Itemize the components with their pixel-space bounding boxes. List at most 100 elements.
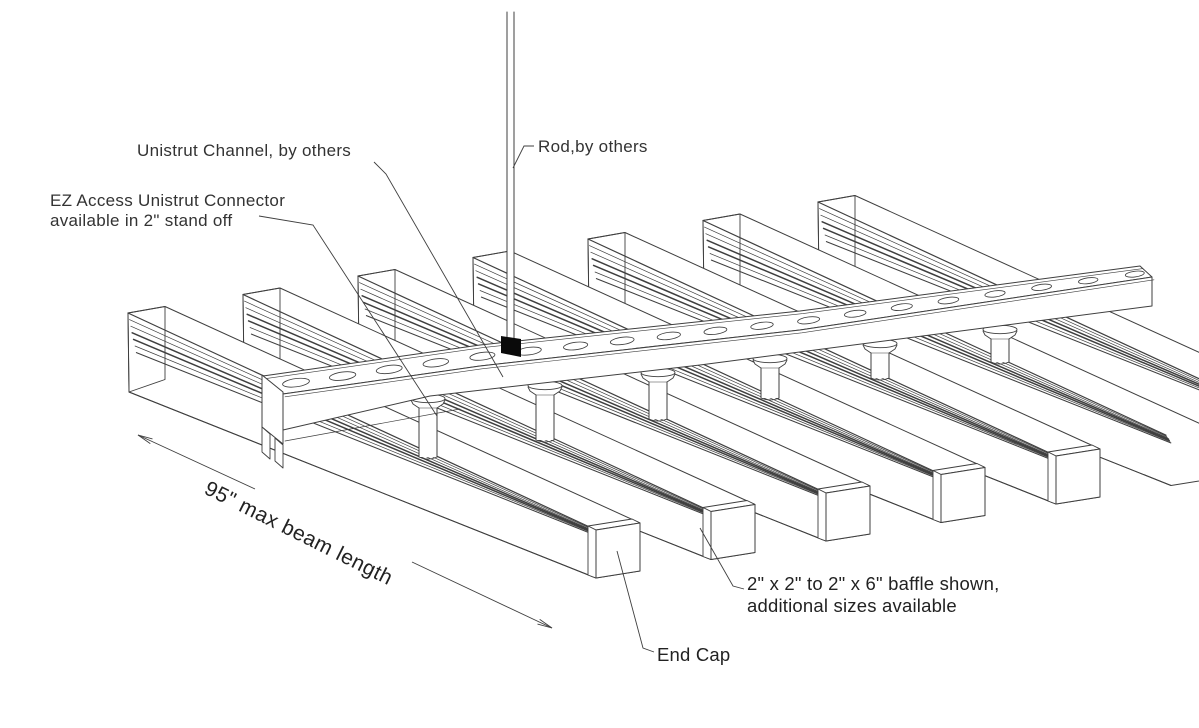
unistrut-channel	[261, 265, 1155, 469]
channel-end-foot-right	[274, 437, 284, 469]
channel-slot	[563, 341, 589, 351]
baffle-groove	[591, 258, 1055, 459]
baffle-groove	[825, 241, 1199, 391]
label-baffle-note-line2: additional sizes available	[747, 595, 957, 616]
channel-slot	[1124, 270, 1145, 278]
baffle-groove	[357, 275, 822, 492]
baffle-groove	[824, 234, 1199, 389]
leader-baffle-note	[699, 527, 745, 590]
end-cap-side	[1047, 451, 1057, 505]
baffle-groove	[707, 246, 1170, 442]
baffle-groove	[362, 301, 825, 497]
baffle-groove	[360, 288, 823, 494]
baffle-groove	[244, 300, 708, 511]
dimension-arrowhead-lower	[537, 619, 553, 629]
end-cap-side	[817, 488, 827, 542]
baffle-groove	[129, 319, 593, 530]
hanger-rod	[501, 11, 521, 357]
baffle	[587, 232, 1101, 505]
baffle-bottom-edge	[128, 391, 597, 579]
connector-cone-left	[862, 344, 872, 354]
leader-rod	[512, 145, 534, 169]
connector-base	[870, 377, 890, 381]
connector-cone-right	[778, 359, 788, 369]
baffle-groove	[250, 333, 712, 518]
baffle-groove	[595, 278, 1057, 462]
baffle-groove	[705, 233, 1168, 439]
baffle-groove	[589, 245, 1053, 456]
baffle-groove	[592, 264, 1055, 460]
baffle-groove	[242, 293, 707, 510]
baffle-groove	[594, 271, 1056, 461]
channel-front-face	[282, 276, 1153, 431]
label-end-cap: End Cap	[657, 644, 730, 665]
baffle-groove	[479, 290, 941, 479]
connector-base	[418, 456, 438, 460]
baffle-groove	[480, 296, 942, 481]
channel-slot	[1078, 277, 1099, 285]
channel-slot	[750, 321, 774, 330]
end-cap-front	[595, 522, 641, 579]
ez-access-connector	[640, 367, 676, 422]
channel-back-lip-line	[265, 268, 1144, 379]
baffle-groove	[476, 276, 940, 477]
channel-slot	[282, 377, 310, 388]
end-cap-front	[710, 504, 756, 560]
baffle	[127, 306, 641, 579]
dimension-line-95in	[137, 434, 553, 629]
baffle-groove	[477, 283, 940, 479]
end-cap-side	[587, 525, 597, 579]
end-cap-front	[1055, 448, 1101, 505]
baffle-groove	[131, 332, 595, 533]
label-rod: Rod,by others	[538, 137, 648, 156]
connector-cone-left	[982, 330, 992, 340]
baffle-groove	[127, 312, 592, 529]
leader-ez-access-connector	[258, 215, 438, 417]
channel-lip-line	[284, 279, 1155, 398]
end-cap-front	[940, 467, 986, 523]
ez-access-connector	[410, 393, 446, 460]
channel-slot	[703, 326, 728, 335]
baffle-groove	[710, 259, 1172, 444]
label-unistrut-channel: Unistrut Channel, by others	[137, 141, 351, 160]
baffle-groove	[474, 263, 938, 474]
baffle-groove	[246, 313, 710, 514]
channel-slot	[1031, 283, 1052, 291]
connector-cone-left	[752, 359, 762, 369]
channel-slot	[375, 364, 403, 375]
connector-cone-left	[527, 386, 537, 396]
channel-slot	[890, 303, 913, 311]
label-connector-line2: available in 2" stand off	[50, 211, 232, 230]
connector-cone-right	[553, 386, 563, 396]
baffle-groove	[821, 221, 1199, 386]
channel-slot	[984, 290, 1006, 298]
connector-cone-right	[666, 373, 676, 383]
baffle-groove	[590, 251, 1053, 457]
diagram-line-art	[127, 11, 1199, 579]
dimension-line	[137, 434, 553, 629]
channel-end-foot-left	[261, 426, 271, 460]
channel-slot	[937, 296, 960, 305]
connector-base	[760, 397, 780, 401]
channel-slot	[656, 331, 681, 341]
baffle-groove	[134, 345, 596, 535]
baffle-groove	[249, 327, 711, 516]
baffle-groove	[245, 307, 708, 513]
channel-slot	[469, 351, 496, 361]
channel-slot	[422, 358, 449, 368]
connector-cone-left	[410, 399, 420, 409]
end-cap-front	[825, 485, 871, 542]
channel-slot	[328, 371, 357, 381]
end-cap-side	[702, 507, 712, 560]
channel-bottom-return	[284, 408, 461, 442]
connector-base	[648, 418, 668, 422]
rod-nut	[501, 336, 521, 357]
label-baffle-note-line1: 2" x 2" to 2" x 6" baffle shown,	[747, 573, 999, 594]
channel-slot	[797, 316, 821, 325]
baffle-groove	[706, 239, 1170, 440]
rod-fill	[507, 12, 514, 338]
baffle-back-face	[127, 306, 166, 393]
baffle-groove	[709, 253, 1171, 442]
baffle-groove	[135, 352, 597, 536]
